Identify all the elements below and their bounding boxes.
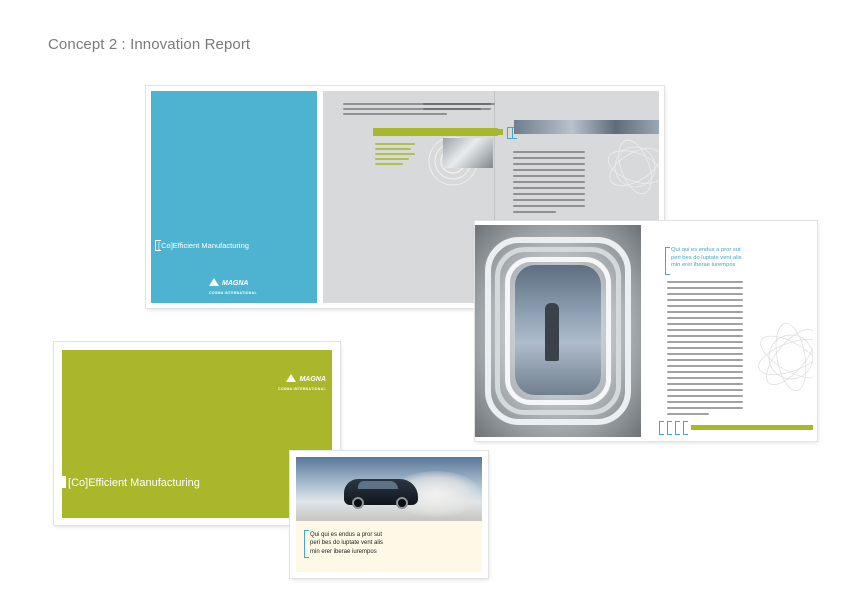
tunnel-text-page: Qui qui es endus a pror sut peri bes do … xyxy=(647,225,813,437)
cyan-cover-title: [Co]Efficient Manufacturing xyxy=(155,240,249,251)
spread-intro-text xyxy=(343,103,491,115)
bracket-mark xyxy=(683,421,688,435)
green-bar xyxy=(691,425,813,430)
green-cover: MAGNA COSMA INTERNATIONAL [Co]Efficient … xyxy=(62,350,332,518)
tunnel-report-spread: Qui qui es endus a pror sut peri bes do … xyxy=(475,221,817,441)
magna-triangle-icon xyxy=(286,374,297,382)
cover-title-rest: Efficient Manufacturing xyxy=(172,241,249,250)
car-page: Qui qui es endus a pror sut peri bes do … xyxy=(290,451,488,578)
car-page-text-area: Qui qui es endus a pror sut peri bes do … xyxy=(296,521,482,572)
bracket-mark xyxy=(659,421,664,435)
spread-body-text xyxy=(513,151,585,213)
cover-bracket-word: Co xyxy=(161,241,171,250)
magna-triangle-icon xyxy=(209,278,219,286)
cover-title-rest: Efficient Manufacturing xyxy=(88,477,200,489)
magna-logo: MAGNA COSMA INTERNATIONAL xyxy=(209,278,257,295)
bracket-mark xyxy=(675,421,680,435)
pull-quote: Qui qui es endus a pror sut peri bes do … xyxy=(671,247,742,269)
factory-photo xyxy=(514,120,659,134)
green-band xyxy=(373,128,498,136)
magna-logo-sub: COSMA INTERNATIONAL xyxy=(209,291,257,295)
green-report-cover: MAGNA COSMA INTERNATIONAL [Co]Efficient … xyxy=(54,342,340,525)
pull-quote-bracket xyxy=(665,247,670,275)
bracket-mark xyxy=(667,421,672,435)
spread-intro-text-right xyxy=(423,103,495,110)
pull-quote: Qui qui es endus a pror sut peri bes do … xyxy=(310,532,384,555)
swirl-graphic xyxy=(758,323,813,391)
cover-bracket-word: Co xyxy=(71,477,86,489)
tunnel-photo xyxy=(475,225,641,437)
car-photo xyxy=(296,457,482,521)
car-window xyxy=(358,481,398,489)
magna-logo-sub: COSMA INTERNATIONAL xyxy=(278,387,326,391)
page-title: Concept 2 : Innovation Report xyxy=(48,36,251,53)
green-band-right xyxy=(495,129,503,135)
spread-fold xyxy=(494,91,495,303)
pull-quote-bracket xyxy=(304,530,309,558)
bracket-mark xyxy=(507,127,512,139)
cyan-cover: [Co]Efficient Manufacturing MAGNA COSMA … xyxy=(151,91,317,303)
machine-photo xyxy=(443,138,493,168)
green-cover-title: [Co]Efficient Manufacturing xyxy=(62,476,200,489)
car-wheel xyxy=(396,497,408,509)
body-text-column xyxy=(667,281,743,415)
car-wheel xyxy=(352,497,364,509)
spread-swirl-graphic xyxy=(607,139,659,195)
spread-pull-text xyxy=(375,143,415,165)
worker-figure xyxy=(545,303,559,361)
magna-logo: MAGNA COSMA INTERNATIONAL xyxy=(278,374,326,391)
